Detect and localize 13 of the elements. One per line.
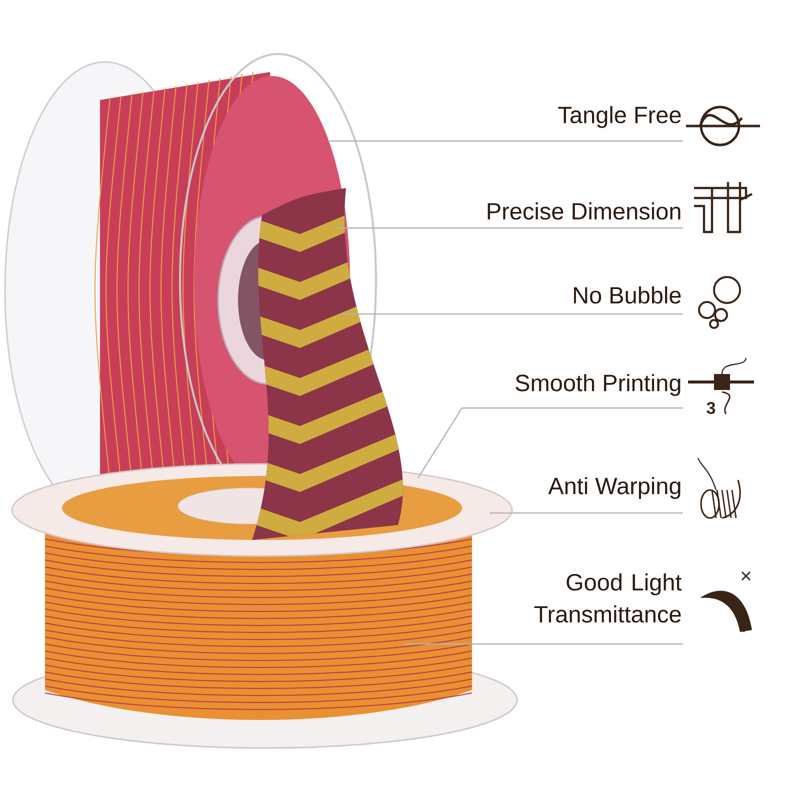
digit-label: 3	[706, 402, 716, 414]
leader-line	[336, 227, 683, 229]
leader-line	[490, 512, 683, 514]
leader-line	[328, 140, 683, 142]
feature-label: Good Light Transmittance	[534, 573, 682, 623]
leader-line	[342, 313, 683, 315]
feature-label: Smooth Printing	[516, 374, 680, 396]
leader-line	[418, 407, 683, 478]
feature-label: No Bubble	[574, 286, 681, 304]
feature-label: Anti Warping	[548, 477, 680, 499]
feature-label: Precise Dimension	[488, 202, 680, 220]
feature-label: Tangle Free	[558, 106, 681, 128]
leader-line	[404, 643, 683, 645]
